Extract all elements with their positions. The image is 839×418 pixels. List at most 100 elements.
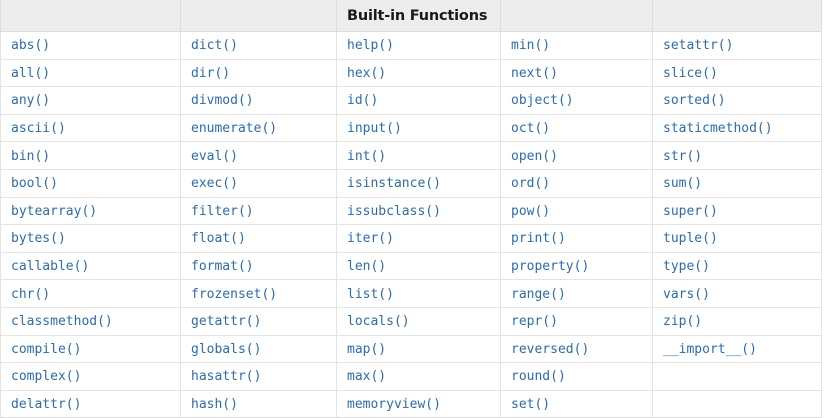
table-cell-function: float() <box>180 224 337 253</box>
function-link[interactable]: hex() <box>347 65 387 81</box>
table-cell-function: staticmethod() <box>652 113 822 143</box>
function-link[interactable]: type() <box>663 259 710 275</box>
table-cell-function: pow() <box>500 196 653 226</box>
function-link[interactable]: getattr() <box>191 314 262 330</box>
function-link[interactable]: __import__() <box>663 341 757 357</box>
function-link[interactable]: len() <box>347 259 387 275</box>
table-cell-function: map() <box>336 334 501 364</box>
function-link[interactable]: any() <box>11 93 51 109</box>
table-cell-function: reversed() <box>500 334 653 364</box>
function-link[interactable]: open() <box>511 148 558 164</box>
function-link[interactable]: chr() <box>11 286 51 302</box>
table-cell-function: issubclass() <box>336 196 501 226</box>
function-link[interactable]: reversed() <box>511 341 590 357</box>
function-link[interactable]: help() <box>347 38 394 54</box>
function-link[interactable]: frozenset() <box>191 286 278 302</box>
function-link[interactable]: ord() <box>511 176 551 192</box>
function-link[interactable]: locals() <box>347 314 410 330</box>
function-link[interactable]: dict() <box>191 38 238 54</box>
function-link[interactable]: min() <box>511 38 551 54</box>
function-link[interactable]: callable() <box>11 259 90 275</box>
function-link[interactable]: next() <box>511 65 558 81</box>
page-title: Built-in Functions <box>336 0 501 32</box>
function-link[interactable]: vars() <box>663 286 710 302</box>
function-link[interactable]: property() <box>511 259 590 275</box>
table-cell-function: repr() <box>500 306 653 336</box>
function-link[interactable]: bin() <box>11 148 51 164</box>
table-cell-function: bytearray() <box>0 196 181 226</box>
table-row: all() dir() hex() next() slice() <box>0 58 822 88</box>
table-cell-function: bin() <box>0 141 181 170</box>
function-link[interactable]: filter() <box>191 203 254 219</box>
table-row: bin() eval() int() open() str() <box>0 141 822 170</box>
function-link[interactable]: eval() <box>191 148 238 164</box>
function-link[interactable]: compile() <box>11 341 82 357</box>
function-link[interactable]: sum() <box>663 176 703 192</box>
function-link[interactable]: set() <box>511 397 551 413</box>
function-link[interactable]: list() <box>347 286 394 302</box>
table-cell-function: ascii() <box>0 113 181 143</box>
function-link[interactable]: range() <box>511 286 566 302</box>
function-link[interactable]: iter() <box>347 231 394 247</box>
table-header: Built-in Functions <box>0 0 822 32</box>
function-link[interactable]: globals() <box>191 341 262 357</box>
table-cell-function: oct() <box>500 113 653 143</box>
table-cell-function: tuple() <box>652 224 822 253</box>
table-row: chr() frozenset() list() range() vars() <box>0 279 822 308</box>
table-cell-function: filter() <box>180 196 337 226</box>
function-link[interactable]: super() <box>663 203 718 219</box>
table-cell-function: memoryview() <box>336 389 501 418</box>
table-cell-function: any() <box>0 86 181 115</box>
function-link[interactable]: memoryview() <box>347 397 441 413</box>
function-link[interactable]: hasattr() <box>191 369 262 385</box>
function-link[interactable]: classmethod() <box>11 314 113 330</box>
function-link[interactable]: setattr() <box>663 38 734 54</box>
table-cell-function: set() <box>500 389 653 418</box>
function-link[interactable]: sorted() <box>663 93 726 109</box>
function-link[interactable]: pow() <box>511 203 551 219</box>
function-link[interactable]: round() <box>511 369 566 385</box>
function-link[interactable]: divmod() <box>191 93 254 109</box>
function-link[interactable]: all() <box>11 65 51 81</box>
function-link[interactable]: max() <box>347 369 387 385</box>
table-cell-function: classmethod() <box>0 306 181 336</box>
table-cell-function: type() <box>652 251 822 281</box>
table-row: classmethod() getattr() locals() repr() zip(… <box>0 306 822 336</box>
table-cell-function: range() <box>500 279 653 308</box>
function-link[interactable]: slice() <box>663 65 718 81</box>
function-link[interactable]: dir() <box>191 65 231 81</box>
function-link[interactable]: staticmethod() <box>663 121 773 137</box>
function-link[interactable]: ascii() <box>11 121 66 137</box>
function-link[interactable]: abs() <box>11 38 51 54</box>
function-link[interactable]: oct() <box>511 121 551 137</box>
function-link[interactable]: bytearray() <box>11 203 98 219</box>
function-link[interactable]: delattr() <box>11 397 82 413</box>
function-link[interactable]: id() <box>347 93 379 109</box>
function-link[interactable]: object() <box>511 93 574 109</box>
function-link[interactable]: bytes() <box>11 231 66 247</box>
table-cell-function: exec() <box>180 168 337 198</box>
function-link[interactable]: repr() <box>511 314 558 330</box>
function-link[interactable]: format() <box>191 259 254 275</box>
function-link[interactable]: zip() <box>663 314 703 330</box>
function-link[interactable]: int() <box>347 148 387 164</box>
table-cell-function: help() <box>336 31 501 60</box>
table-cell-function: dir() <box>180 58 337 88</box>
function-link[interactable]: float() <box>191 231 246 247</box>
table-row: bytes() float() iter() print() tuple() <box>0 224 822 253</box>
function-link[interactable]: complex() <box>11 369 82 385</box>
function-link[interactable]: tuple() <box>663 231 718 247</box>
function-link[interactable]: exec() <box>191 176 238 192</box>
table-cell-function: compile() <box>0 334 181 364</box>
function-link[interactable]: enumerate() <box>191 121 278 137</box>
function-link[interactable]: input() <box>347 121 402 137</box>
function-link[interactable]: map() <box>347 341 387 357</box>
table-cell-function: vars() <box>652 279 822 308</box>
function-link[interactable]: isinstance() <box>347 176 441 192</box>
table-cell-function: globals() <box>180 334 337 364</box>
function-link[interactable]: issubclass() <box>347 203 441 219</box>
function-link[interactable]: bool() <box>11 176 58 192</box>
function-link[interactable]: print() <box>511 231 566 247</box>
function-link[interactable]: hash() <box>191 397 238 413</box>
function-link[interactable]: str() <box>663 148 703 164</box>
